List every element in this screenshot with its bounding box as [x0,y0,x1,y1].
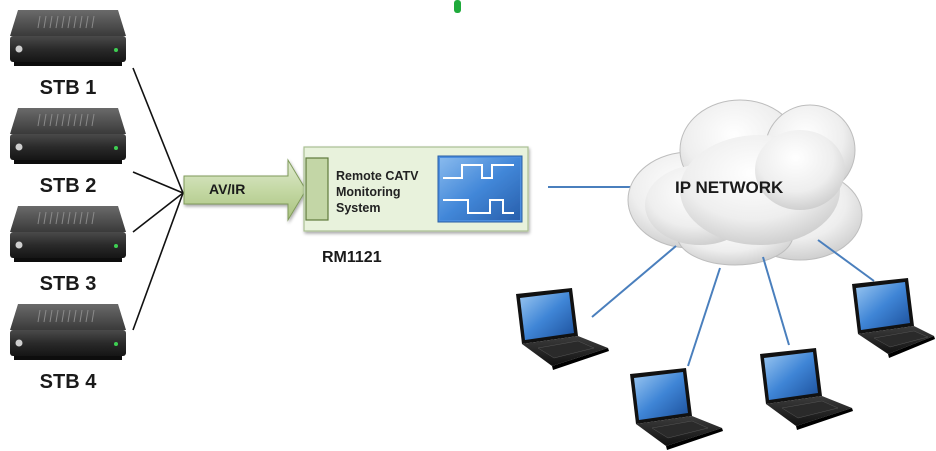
stb-3 [10,206,126,262]
stb-label-1: STB 1 [40,77,97,99]
stb-2 [10,108,126,164]
ip-network-cloud [627,99,863,266]
stb-label-4: STB 4 [40,371,98,393]
waveform-icon [443,164,514,179]
stb-connection-lines [132,67,184,331]
network-laptop-lines [591,239,875,367]
stb-1 [10,10,126,66]
av-ir-arrow [183,158,307,222]
laptop-4 [852,278,935,358]
stb-label-3: STB 3 [40,273,97,295]
av-ir-label: AV/IR [209,181,245,197]
ip-network-label: IP NETWORK [675,178,784,197]
top-connector-stub [454,0,461,13]
stb-label-2: STB 2 [40,175,97,197]
laptop-2 [630,368,723,450]
remote-monitoring-box [303,146,529,232]
monitor-text-line-1: Remote CATV [336,169,419,183]
device-model-label: RM1121 [322,249,382,266]
laptop-3 [760,348,853,430]
monitor-text-line-2: Monitoring [336,185,401,199]
monitor-text-line-3: System [336,201,380,215]
laptop-1 [516,288,609,370]
stb-4 [10,304,126,360]
